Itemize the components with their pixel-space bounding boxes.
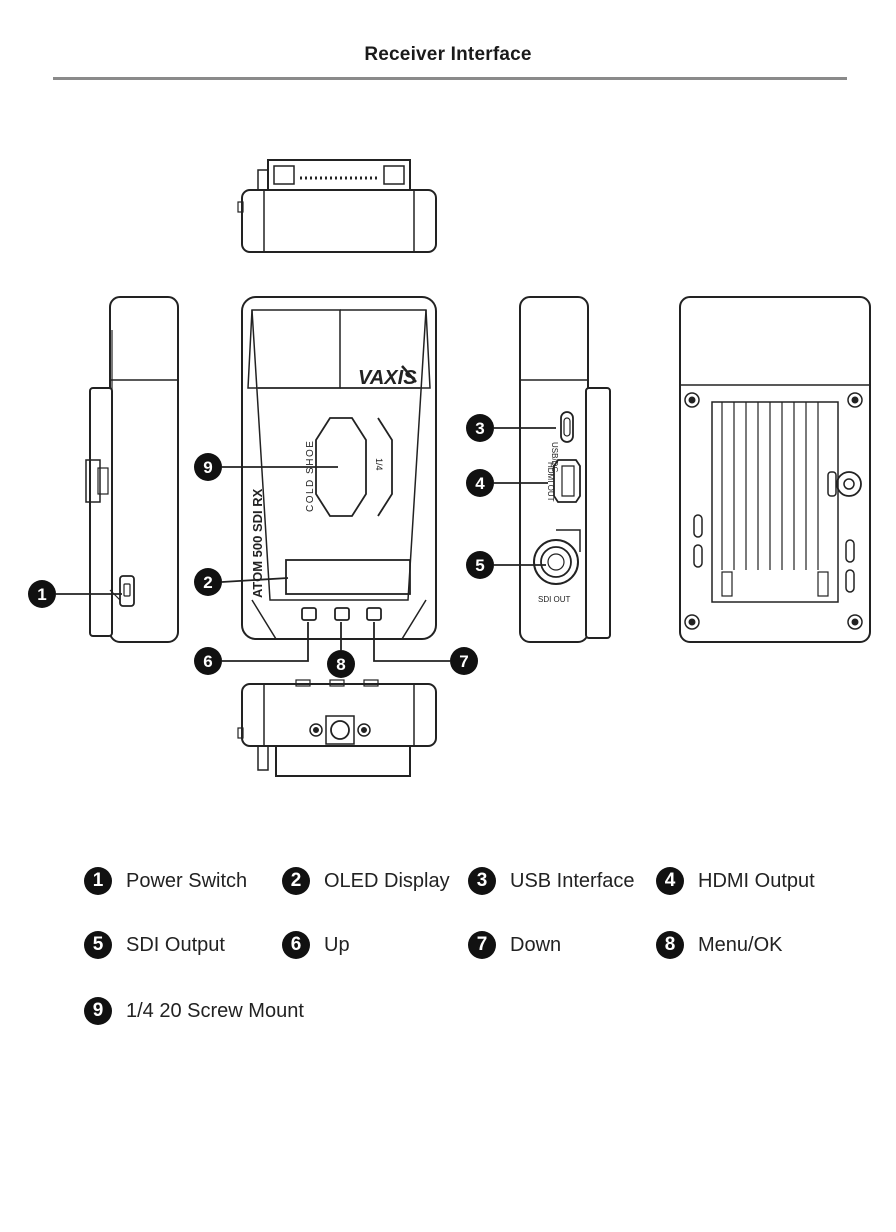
back-view [679,296,871,643]
legend-item-oled-display: 2 OLED Display [282,866,450,896]
legend-item-down: 7 Down [468,930,561,960]
legend-label: Down [510,933,562,956]
legend-item-hdmi-output: 4 HDMI Output [656,866,815,896]
svg-text:5: 5 [475,556,484,575]
hdmi-port-label: HDMI OUT [546,462,555,502]
legend-label: USB Interface [510,869,635,892]
legend-badge: 3 [468,867,496,895]
callout-6: 6 [194,647,222,675]
right-side-view: USB/DC HDMI OUT SDI OUT [519,296,611,643]
cold-shoe-label: COLD SHOE [305,440,316,512]
legend-label: Menu/OK [698,933,783,956]
callout-1: 1 [28,580,56,608]
svg-text:1: 1 [37,585,46,604]
legend-badge: 5 [84,931,112,959]
legend-item-menu-ok: 8 Menu/OK [656,930,782,960]
svg-text:6: 6 [203,652,212,671]
callout-3: 3 [466,414,494,442]
legend-badge: 9 [84,997,112,1025]
callout-9: 9 [194,453,222,481]
svg-text:7: 7 [459,652,468,671]
legend-label: SDI Output [126,933,225,956]
usb-port-label: USB/DC [550,442,559,472]
page-title: Receiver Interface [364,44,532,65]
bottom-view [237,679,437,777]
sdi-port-label: SDI OUT [538,595,571,604]
legend-label: HDMI Output [698,869,815,892]
model-label: ATOM 500 SDI RX [250,488,265,598]
legend-item-screw-mount: 9 1/4 20 Screw Mount [84,996,304,1026]
svg-text:9: 9 [203,458,212,477]
legend-badge: 7 [468,931,496,959]
callout-5: 5 [466,551,494,579]
mount-size-label: 1/4 [374,458,384,471]
receiver-diagram: VAXIS ATOM 500 SDI RX COLD SHOE 1/4 USB/… [28,159,871,777]
front-view: VAXIS ATOM 500 SDI RX COLD SHOE 1/4 [241,296,437,640]
legend-item-up: 6 Up [282,930,350,960]
legend-label: Power Switch [126,869,248,892]
legend-badge: 2 [282,867,310,895]
svg-text:4: 4 [475,474,485,493]
top-view [237,159,437,253]
legend-label: Up [324,933,350,956]
title-divider [53,77,847,80]
callout-8: 8 [327,650,355,678]
legend-badge: 6 [282,931,310,959]
leader-lines [56,427,556,662]
legend-badge: 4 [656,867,684,895]
svg-text:3: 3 [475,419,484,438]
legend-item-usb-interface: 3 USB Interface [468,866,635,896]
legend-badge: 1 [84,867,112,895]
legend-label: OLED Display [324,869,450,892]
left-side-view [85,296,179,643]
callout-4: 4 [466,469,494,497]
legend-item-sdi-output: 5 SDI Output [84,930,225,960]
legend-label: 1/4 20 Screw Mount [126,999,304,1022]
legend-item-power-switch: 1 Power Switch [84,866,247,896]
legend-badge: 8 [656,931,684,959]
callout-7: 7 [450,647,478,675]
callout-2: 2 [194,568,222,596]
svg-text:2: 2 [203,573,212,592]
brand-logo: VAXIS [358,367,417,389]
svg-text:8: 8 [336,655,345,674]
